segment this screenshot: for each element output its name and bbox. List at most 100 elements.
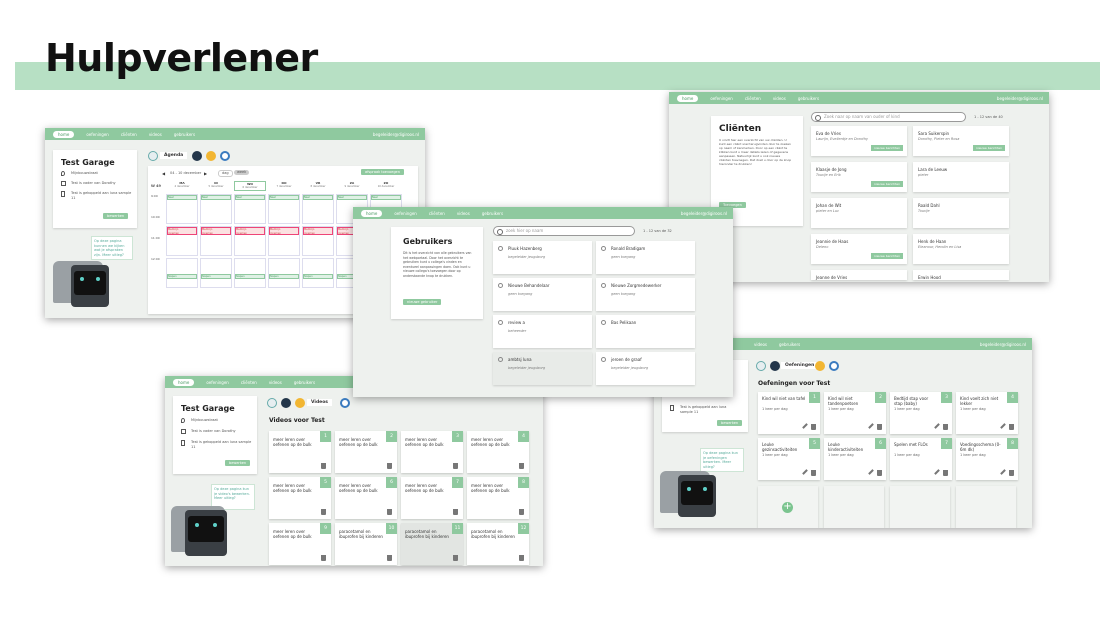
nav-gebruikers[interactable]: gebruikers xyxy=(797,95,820,101)
nav-home[interactable]: home xyxy=(361,209,383,217)
nav-home[interactable]: home xyxy=(677,94,699,102)
add-user-button[interactable]: nieuwe gebruiker xyxy=(403,299,442,305)
trash-icon[interactable] xyxy=(321,463,326,469)
appointment[interactable]: Naar xyxy=(371,195,401,200)
target-tab-icon[interactable] xyxy=(829,361,839,371)
trash-icon[interactable] xyxy=(387,463,392,469)
nav-gebruikers[interactable]: gebruikers xyxy=(293,379,316,385)
video-tab-icon[interactable] xyxy=(815,361,825,371)
pencil-icon[interactable] xyxy=(868,469,874,475)
pagination[interactable]: 1 - 12 van de 40 xyxy=(974,115,1003,119)
calendar-tab-icon[interactable] xyxy=(267,398,277,408)
new-messages-badge[interactable]: nieuwe berichten xyxy=(870,145,903,151)
new-messages-badge[interactable]: nieuwe berichten xyxy=(972,145,1005,151)
help-bubble[interactable]: Op deze pagina kun je oefeningen bewerke… xyxy=(700,448,744,472)
trash-icon[interactable] xyxy=(1009,470,1014,476)
nav-gebruikers[interactable]: gebruikers xyxy=(173,131,196,137)
trash-icon[interactable] xyxy=(387,555,392,561)
appointment[interactable]: Slapen xyxy=(235,274,265,279)
trash-icon[interactable] xyxy=(943,470,948,476)
week-prev-icon[interactable]: ◀ xyxy=(162,171,166,176)
nav-videos[interactable]: videos xyxy=(268,379,282,385)
appointment[interactable]: Naar xyxy=(337,195,367,200)
nav-videos[interactable]: videos xyxy=(456,210,470,216)
nav-gebruikers[interactable]: gebruikers xyxy=(481,210,504,216)
nav-clienten[interactable]: cliënten xyxy=(428,210,445,216)
pencil-icon[interactable] xyxy=(1000,423,1006,429)
nav-oefeningen[interactable]: oefeningen xyxy=(394,210,417,216)
trash-icon[interactable] xyxy=(519,463,524,469)
target-tab-icon[interactable] xyxy=(220,151,230,161)
nav-videos[interactable]: videos xyxy=(772,95,786,101)
add-appointment-button[interactable]: afspraak toevoegen xyxy=(361,169,404,175)
trash-icon[interactable] xyxy=(877,424,882,430)
trash-icon[interactable] xyxy=(453,509,458,515)
calendar-tab-icon[interactable] xyxy=(756,361,766,371)
trash-icon[interactable] xyxy=(1009,424,1014,430)
user-card[interactable]: Bas Pelikaan xyxy=(596,315,695,348)
nav-oefeningen[interactable]: oefeningen xyxy=(206,379,229,385)
week-next-icon[interactable]: ▶ xyxy=(204,171,208,176)
appointment[interactable]: Naar xyxy=(303,195,333,200)
pagination[interactable]: 1 - 12 van de 32 xyxy=(643,229,672,233)
target-tab-icon[interactable] xyxy=(340,398,350,408)
nav-videos[interactable]: videos xyxy=(754,341,768,347)
appointment[interactable]: Slapen xyxy=(201,274,231,279)
pencil-icon[interactable] xyxy=(934,469,940,475)
trash-icon[interactable] xyxy=(519,555,524,561)
calendar-cell[interactable] xyxy=(200,258,232,288)
appointment[interactable]: Naar xyxy=(201,195,231,200)
edit-button[interactable]: bewerken xyxy=(225,460,251,466)
client-card-item[interactable]: Erwin Hood xyxy=(913,270,1009,280)
appointment[interactable]: Naar xyxy=(235,195,265,200)
nav-gebruikers[interactable]: gebruikers xyxy=(779,341,801,347)
user-menu[interactable]: begeleider@digiroos.nl xyxy=(680,210,727,216)
tab-oefeningen[interactable]: Oefeningen xyxy=(781,362,819,369)
pencil-icon[interactable] xyxy=(802,423,808,429)
user-menu[interactable]: begeleider@digiroos.nl xyxy=(979,341,1026,347)
help-bubble[interactable]: Op deze pagina kun je video's bewerken. … xyxy=(211,484,255,510)
trash-icon[interactable] xyxy=(943,424,948,430)
calendar-cell[interactable] xyxy=(166,258,198,288)
appointment[interactable]: Slapen xyxy=(269,274,299,279)
appointment[interactable]: Slapen xyxy=(303,274,333,279)
nav-clienten[interactable]: cliënten xyxy=(240,379,257,385)
lightbulb-tab-icon[interactable] xyxy=(770,361,780,371)
add-exercise-button[interactable]: + xyxy=(782,501,793,513)
lightbulb-tab-icon[interactable] xyxy=(281,398,291,408)
tab-videos[interactable]: Videos xyxy=(307,399,332,406)
nav-videos[interactable]: videos xyxy=(148,131,162,137)
appointment[interactable]: Slapen xyxy=(167,274,197,279)
new-messages-badge[interactable]: nieuwe berichten xyxy=(870,181,903,187)
